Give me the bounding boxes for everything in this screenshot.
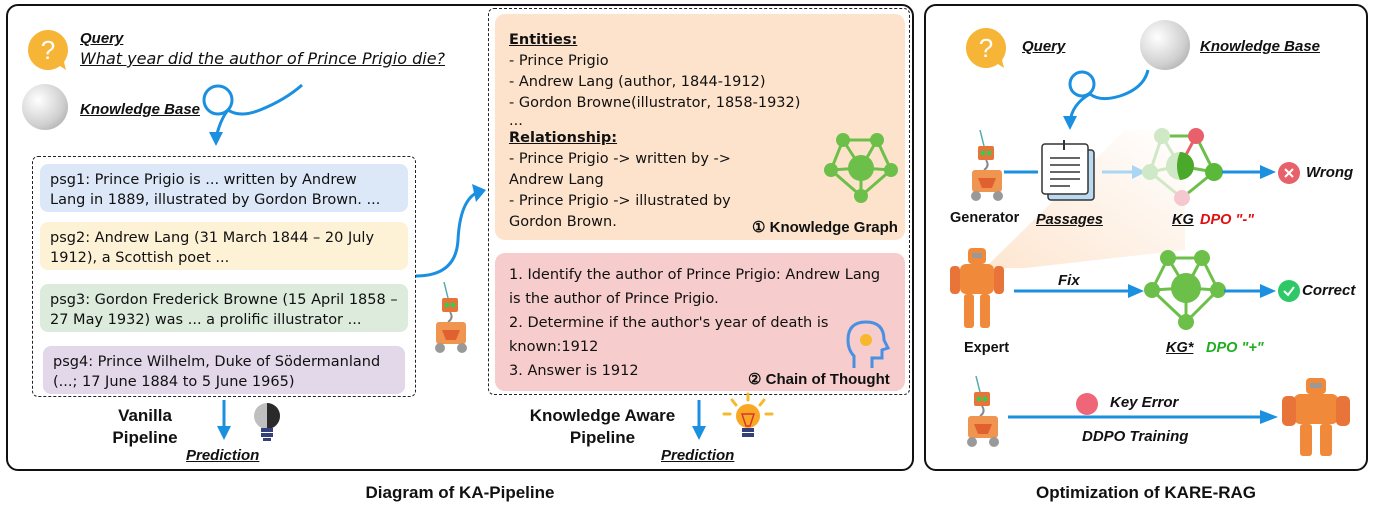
cot-line: 2. Determine if the author's year of dea… [509, 315, 829, 331]
dpo-positive-label: DPO "+" [1206, 340, 1264, 356]
relationship-item: - Prince Prigio -> written by -> [509, 151, 731, 167]
generator-label: Generator [950, 210, 1020, 226]
wrong-label: Wrong [1306, 164, 1354, 181]
small-robot-icon [967, 375, 999, 447]
entities-header: Entities: [509, 32, 578, 48]
wikipedia-globe-icon-right [1140, 20, 1190, 70]
relationship-item: Gordon Brown. [509, 214, 617, 230]
ddpo-training-label: DDPO Training [1082, 428, 1189, 445]
cot-line: 3. Answer is 1912 [509, 363, 639, 379]
expert-robot-icon [950, 248, 1004, 328]
thinking-head-icon [846, 320, 891, 368]
query-label: Query [80, 30, 124, 47]
query-icon: ? [26, 28, 70, 72]
correct-label: Correct [1302, 282, 1356, 299]
relationship-item: - Prince Prigio -> illustrated by [509, 193, 731, 209]
passages-document-icon [1041, 140, 1095, 201]
knowledge-graph-icon [824, 133, 898, 203]
kare-rag-caption: Optimization of KARE-RAG [1035, 483, 1257, 502]
retrieval-arrow-icon-right [1063, 69, 1150, 130]
vanilla-prediction-label: Prediction [186, 447, 260, 464]
knowledge-base-label-right: Knowledge Base [1200, 38, 1321, 55]
generator-to-passages-line [1004, 170, 1038, 174]
fix-label: Fix [1058, 272, 1080, 289]
retrieval-arrow-icon [202, 83, 303, 146]
passages-label: Passages [1036, 212, 1103, 228]
passage-psg4: psg4: Prince Wilhelm, Duke of Södermanla… [43, 346, 405, 394]
passage-psg3: psg3: Gordon Frederick Browne (15 April … [40, 284, 408, 332]
ddpo-arrow-icon [1008, 410, 1278, 424]
passages-container [32, 156, 416, 397]
bright-lightbulb-icon [722, 392, 774, 437]
knowledge-base-label: Knowledge Base [80, 101, 201, 118]
kg-label: KG [1172, 212, 1194, 228]
dim-lightbulb-icon [254, 403, 280, 441]
entity-item: - Prince Prigio [509, 53, 609, 69]
kg-to-wrong-arrow-icon [1222, 165, 1276, 179]
query-label-right: Query [1022, 38, 1066, 55]
partial-kg-icon [1142, 128, 1223, 206]
correct-check-icon [1278, 280, 1300, 302]
cot-line: 1. Identify the author of Prince Prigio:… [509, 267, 881, 283]
expert-label: Expert [964, 340, 1010, 356]
generator-robot-icon [435, 281, 467, 353]
key-error-label: Key Error [1110, 394, 1179, 411]
kare-rag-panel [924, 4, 1368, 471]
relationship-item: Andrew Lang [509, 172, 604, 188]
svg-text:?: ? [41, 35, 55, 65]
entity-item: - Andrew Lang (author, 1844-1912) [509, 74, 766, 90]
to-ka-arrow-icon [415, 184, 486, 278]
entity-item: ... [509, 113, 523, 129]
passage-psg1: psg1: Prince Prigio is ... written by An… [40, 164, 408, 212]
passage-psg2: psg2: Andrew Lang (31 March 1844 – 20 Ju… [40, 222, 408, 270]
query-text: What year did the author of Prince Prigi… [80, 49, 446, 68]
knowledge-aware-pipeline-label: Knowledge Aware Pipeline [529, 406, 676, 447]
ka-down-arrow-icon [692, 400, 706, 440]
wikipedia-globe-icon [22, 84, 68, 130]
kg-to-correct-arrow-icon [1224, 284, 1276, 298]
vanilla-pipeline-label: Vanilla Pipeline [112, 406, 178, 447]
chain-of-thought-tag: ② Chain of Thought [748, 371, 890, 388]
key-error-dot-icon [1076, 393, 1098, 415]
cot-line: is the author of Prince Prigio. [509, 291, 719, 307]
chain-of-thought-box: 1. Identify the author of Prince Prigio:… [495, 253, 905, 391]
ka-pipeline-container [488, 8, 910, 395]
vanilla-down-arrow-icon [217, 400, 231, 440]
generator-robot-icon-right [971, 129, 1003, 201]
query-icon-right: ? [966, 28, 1006, 68]
correct-kg-icon [1144, 250, 1226, 330]
cot-line: known:1912 [509, 339, 599, 355]
kg-star-label: KG* [1166, 340, 1194, 356]
knowledge-graph-tag: ① Knowledge Graph [752, 219, 898, 236]
knowledge-graph-box: Entities: - Prince Prigio - Andrew Lang … [495, 14, 905, 240]
upgraded-robot-icon [1282, 378, 1350, 456]
fix-arrow-icon [1014, 284, 1144, 298]
relationship-header: Relationship: [509, 130, 618, 146]
passages-to-kg-arrow-icon [1102, 165, 1146, 179]
wrong-x-icon [1278, 162, 1300, 184]
ka-prediction-label: Prediction [661, 447, 735, 464]
svg-text:?: ? [979, 33, 993, 63]
dpo-negative-label: DPO "-" [1200, 212, 1255, 228]
ka-pipeline-caption: Diagram of KA-Pipeline [365, 483, 555, 502]
entity-item: - Gordon Browne(illustrator, 1858-1932) [509, 95, 801, 111]
